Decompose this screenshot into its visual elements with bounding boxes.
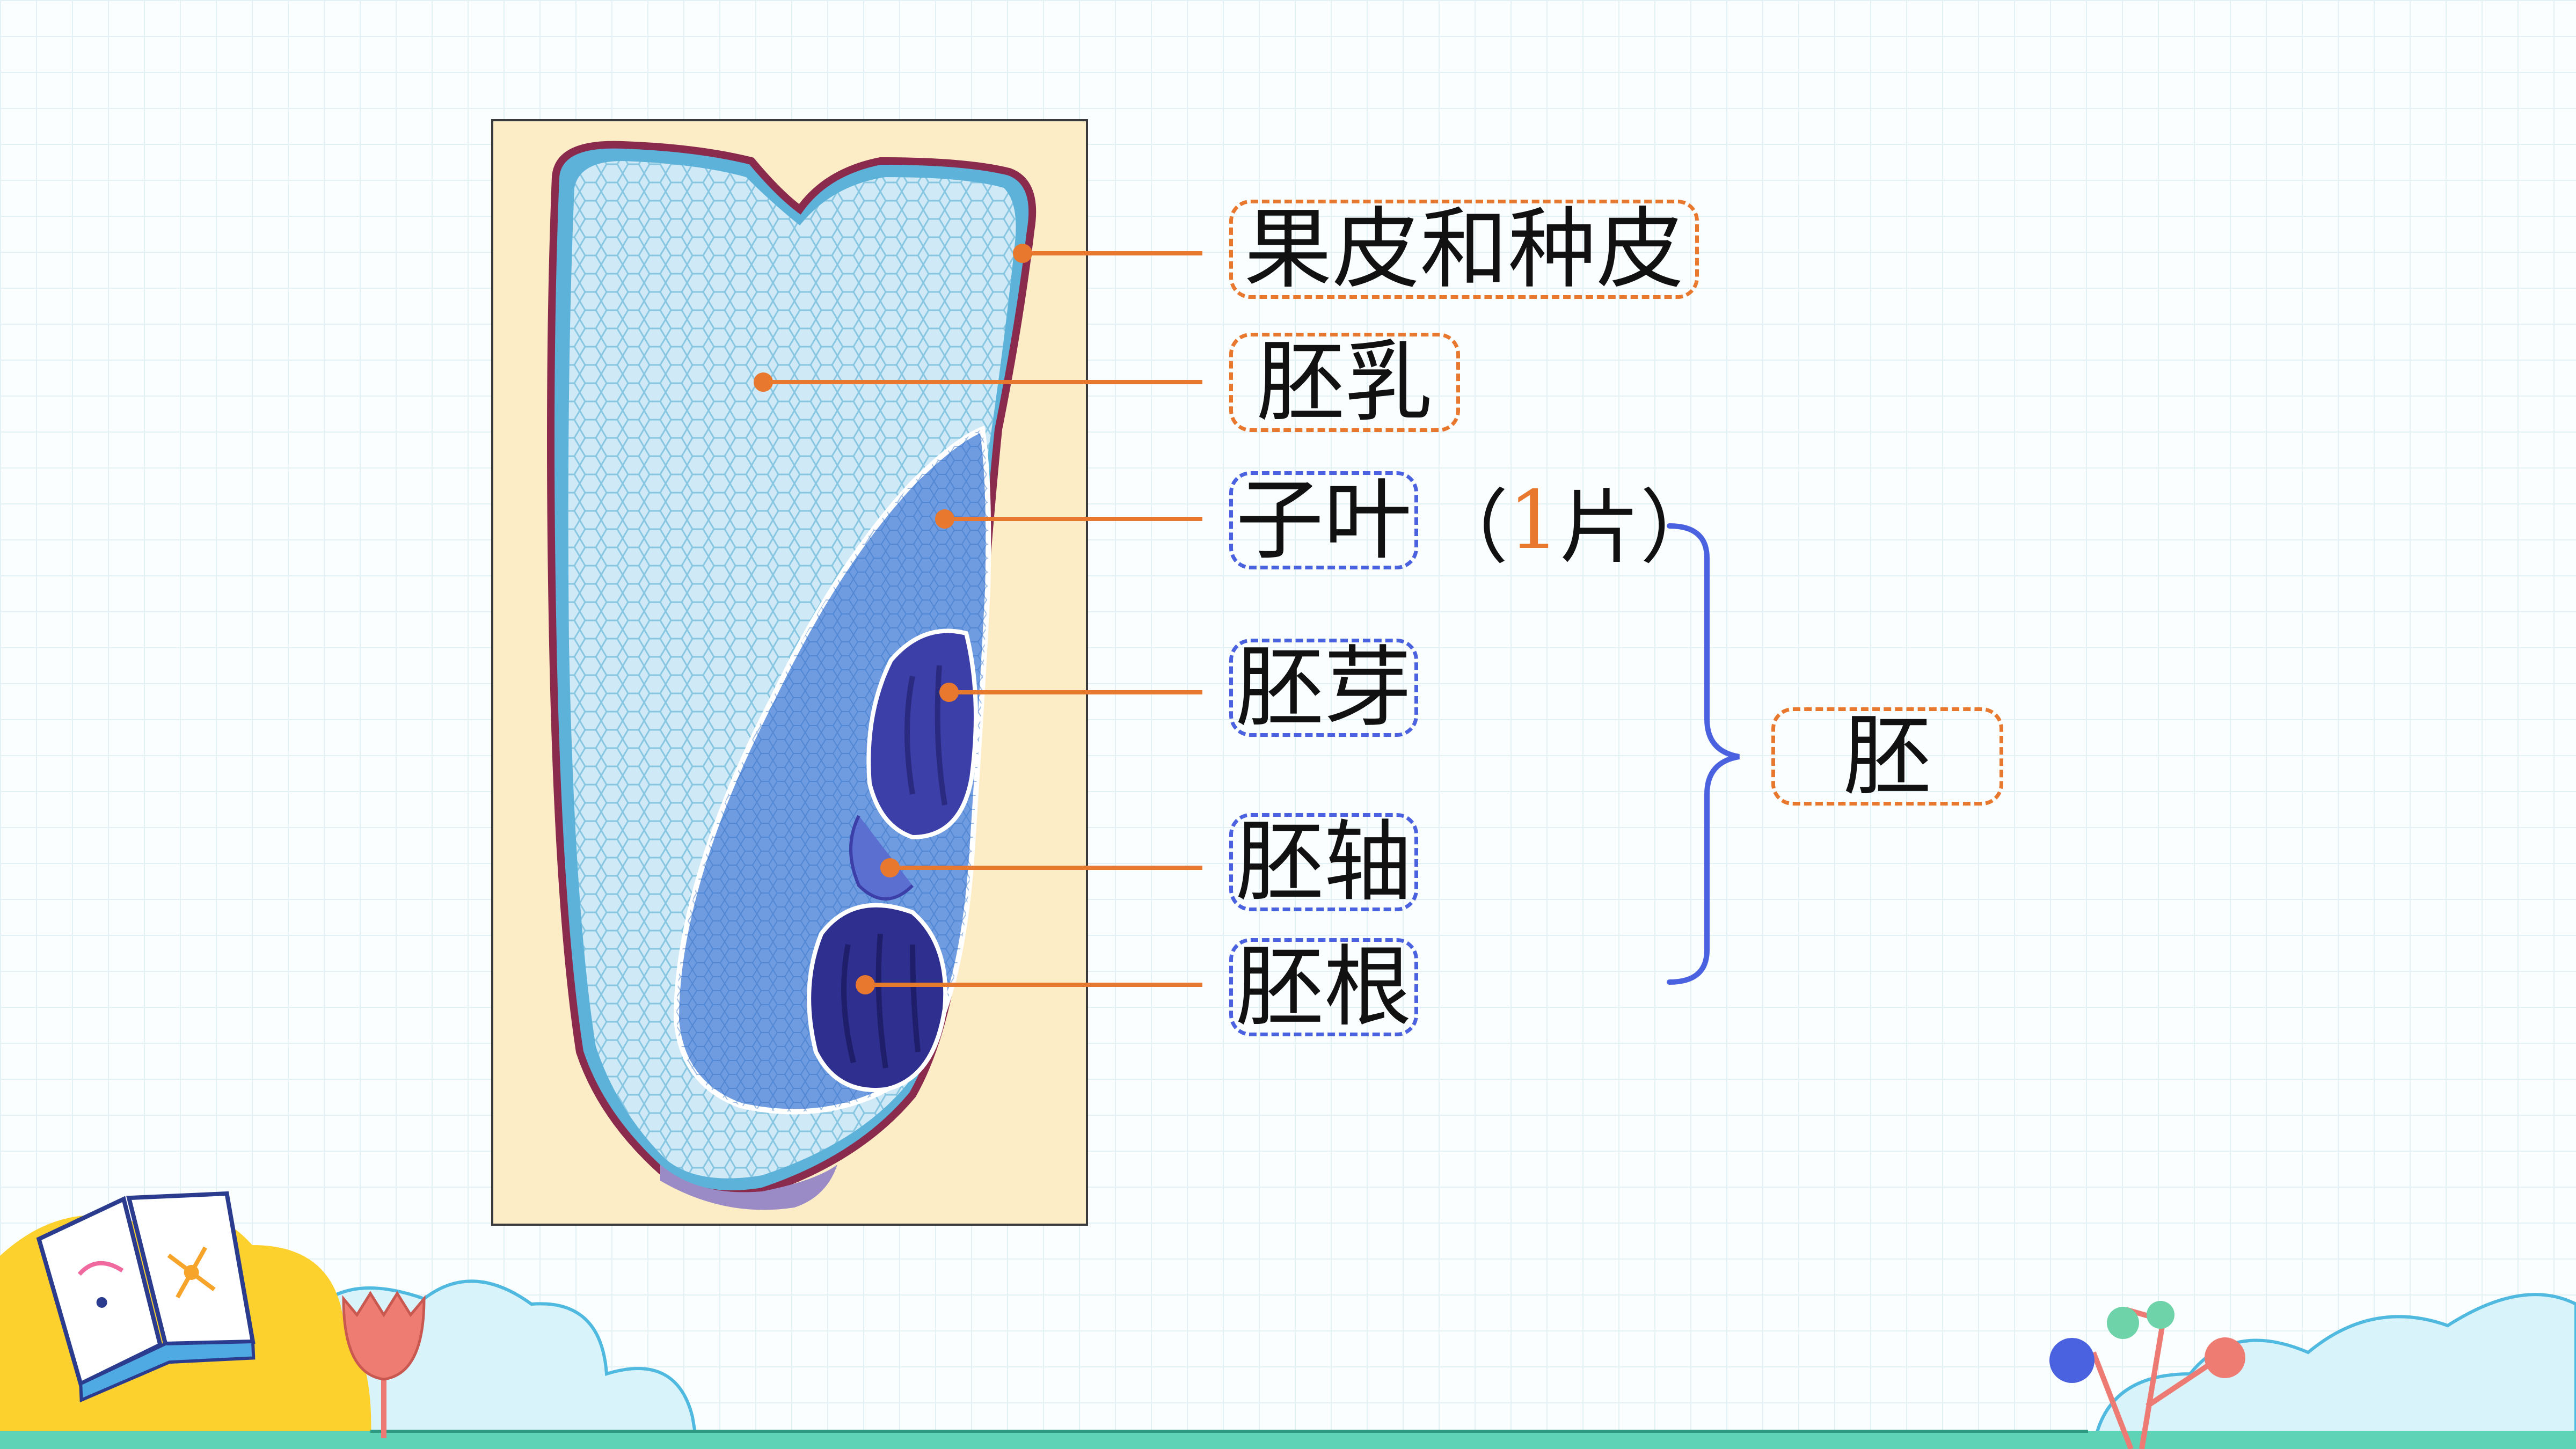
tree-icon [2049, 1301, 2245, 1449]
plumule-label: 胚芽 [1229, 639, 1418, 737]
count-unit: 片 [1559, 481, 1640, 575]
paren-open: （ [1428, 481, 1509, 575]
embryo-label: 胚 [1771, 707, 2003, 806]
pericarp-seed-coat-label: 果皮和种皮 [1229, 200, 1699, 299]
tulip-icon [342, 1291, 426, 1438]
brace [1667, 523, 1740, 985]
endosperm-label: 胚乳 [1229, 333, 1460, 432]
cotyledon-label: 子叶 [1229, 471, 1418, 569]
hypocotyl-label: 胚轴 [1229, 813, 1418, 911]
radicle-label: 胚根 [1229, 938, 1418, 1036]
book-icon [36, 1191, 256, 1403]
leader-lines [754, 244, 1202, 994]
grain-section-illustration [547, 141, 1037, 1210]
paren-close: ） [1640, 481, 1721, 575]
cotyledon-count: 1 [1508, 474, 1560, 567]
